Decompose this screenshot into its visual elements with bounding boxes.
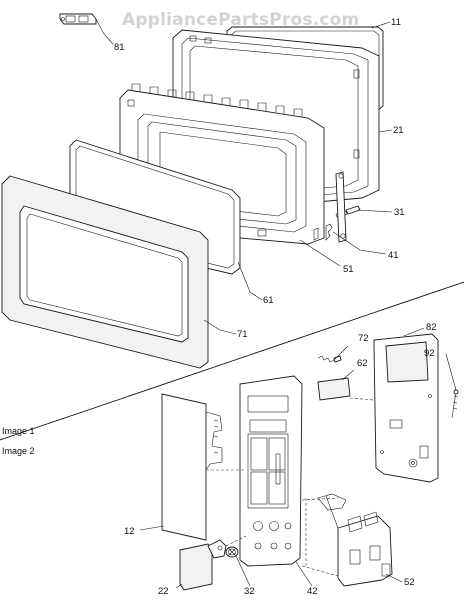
leader-51 (299, 239, 341, 267)
guide-panel-bracket-bottom (301, 565, 339, 577)
label-21: 21 (393, 125, 404, 136)
label-11: 11 (391, 17, 401, 28)
label-51: 51 (343, 264, 354, 275)
label-41: 41 (388, 250, 399, 261)
label-61: 61 (263, 295, 274, 306)
part-12-keypad-membrane[interactable] (161, 393, 223, 541)
label-81: 81 (114, 42, 125, 53)
guide-panel-bracket-top (301, 497, 339, 501)
leader-21 (378, 129, 393, 133)
part-82-control-board[interactable] (373, 333, 439, 483)
leader-31 (357, 209, 393, 213)
leader-62 (341, 369, 355, 381)
part-92-screw[interactable] (451, 389, 459, 419)
leader-82 (403, 327, 425, 337)
label-22: 22 (158, 586, 169, 597)
leader-42 (295, 561, 313, 587)
part-81-latch-bracket[interactable] (59, 13, 97, 25)
label-31: 31 (394, 207, 405, 218)
leader-41 (332, 231, 387, 255)
label-92: 92 (424, 348, 435, 359)
leader-12 (139, 525, 165, 531)
part-32-spring[interactable] (225, 546, 239, 558)
label-42: 42 (307, 586, 318, 597)
label-32: 32 (244, 586, 255, 597)
leader-52 (385, 573, 403, 583)
section-label-image-2: Image 2 (2, 446, 35, 456)
leader-72 (333, 345, 349, 361)
leader-11 (371, 21, 391, 29)
label-72: 72 (358, 333, 369, 344)
label-12: 12 (124, 526, 135, 537)
part-52-latch-bracket[interactable] (317, 493, 393, 587)
leader-92 (445, 353, 457, 391)
watermark: AppliancePartsPros.com (122, 10, 359, 30)
part-72-spring[interactable] (317, 355, 342, 363)
leader-32 (235, 555, 251, 587)
label-71: 71 (237, 329, 248, 340)
label-52: 52 (404, 577, 415, 588)
part-71-door-panel[interactable] (1, 175, 209, 369)
leader-81 (95, 18, 114, 45)
guide-lens-board (349, 397, 375, 401)
leader-22 (175, 583, 183, 589)
section-label-image-1: Image 1 (2, 426, 35, 436)
label-62: 62 (357, 358, 368, 369)
part-42-control-panel[interactable] (239, 375, 303, 567)
part-22-release-button[interactable] (179, 539, 227, 591)
label-82: 82 (426, 322, 437, 333)
guide-button-panel (225, 535, 247, 547)
part-62-display-lens[interactable] (317, 377, 351, 401)
leader-71 (203, 319, 237, 335)
leader-61 (237, 261, 263, 301)
part-41-spring-hook[interactable] (313, 171, 347, 243)
section-separator (0, 281, 464, 441)
